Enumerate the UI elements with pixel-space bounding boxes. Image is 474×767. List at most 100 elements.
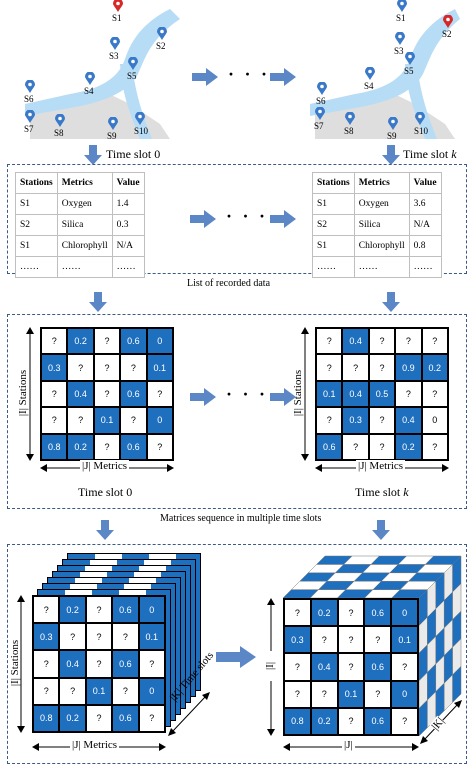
matrix-cell: ? <box>316 407 343 434</box>
station-pin-icon <box>25 80 35 93</box>
column-header: Stations <box>15 172 58 194</box>
station-label: S5 <box>127 71 137 81</box>
station-label: S10 <box>414 126 429 136</box>
matrix-cell: ? <box>421 328 448 355</box>
station-pin-icon <box>365 67 375 80</box>
matrix-cell: 0.2 <box>59 704 86 732</box>
station-label: S7 <box>314 121 324 131</box>
station-pin-icon <box>405 52 415 65</box>
right-arrow-icon <box>270 210 296 228</box>
matrix-cell: ? <box>67 354 94 381</box>
matrix-cell: ? <box>59 677 86 705</box>
matrix-cell: ? <box>67 407 94 434</box>
table-cell: Chlorophyll <box>353 235 410 257</box>
matrices-box <box>7 314 467 509</box>
column-header: Value <box>408 172 442 194</box>
matrix-cell: 0.8 <box>284 707 311 735</box>
table-cell: S1 <box>15 235 58 257</box>
z-axis-arrow <box>168 692 210 736</box>
matrix-cell: ? <box>342 354 369 381</box>
matrix-cell: ? <box>395 328 422 355</box>
tensor-y-label-left: |I| Stations <box>9 639 21 687</box>
matrix-cell: 0.1 <box>391 626 418 654</box>
station-pin-icon <box>25 110 35 123</box>
matrix-cell: 0.3 <box>342 407 369 434</box>
matrix-cell: 0.4 <box>342 328 369 355</box>
table-cell: S1 <box>312 193 355 215</box>
matrix-cell: 0.1 <box>93 407 121 434</box>
matrix-cell: 0.1 <box>337 680 365 708</box>
station-pin-icon <box>443 15 453 28</box>
matrix-cell: ? <box>368 433 396 460</box>
map-caption-slot-0: Time slot 0 <box>106 147 161 161</box>
matrix-cell: ? <box>120 407 147 434</box>
cube-side-cell <box>452 665 462 704</box>
matrix-cell: ? <box>337 653 365 681</box>
matrix-cell: 0.6 <box>120 380 147 408</box>
station-pin-icon <box>315 107 325 120</box>
matrix-cell: ? <box>85 596 113 624</box>
station-pin-icon <box>110 37 120 50</box>
matrix-cell: 0.2 <box>421 354 448 381</box>
station-label: S10 <box>134 126 149 136</box>
matrix-cell: 0.1 <box>85 677 113 705</box>
down-arrow-icon <box>372 520 390 540</box>
matrix-cell: ? <box>337 707 365 735</box>
matrix-cell: ? <box>368 328 396 355</box>
matrix-cell: ? <box>33 596 60 624</box>
right-arrow-icon <box>192 68 218 86</box>
table-cell: 0.8 <box>408 235 442 257</box>
tensor-box <box>7 544 467 764</box>
matrix-cell: 0.4 <box>395 407 422 434</box>
matrix-cell: 0.5 <box>368 380 396 408</box>
table-cell: …… <box>56 256 113 278</box>
recorded-data-caption: List of recorded data <box>187 278 271 289</box>
matrix-cell: ? <box>146 433 173 460</box>
matrix-caption-slot-k: Time slot k <box>355 485 409 499</box>
matrix-cell: ? <box>112 677 139 705</box>
matrix-cell: ? <box>33 677 60 705</box>
station-pin-icon <box>415 112 425 125</box>
matrix-cell: 0.4 <box>59 650 86 678</box>
column-header: Value <box>111 172 145 194</box>
matrix-cell: 0.6 <box>316 433 343 460</box>
y-axis-arrow <box>26 327 34 461</box>
matrix-cell: 0.8 <box>33 704 60 732</box>
station-label: S6 <box>24 94 34 104</box>
right-arrow-icon <box>270 68 296 86</box>
table-row: ……………… <box>312 256 442 278</box>
down-arrow-icon <box>382 145 400 165</box>
table-cell: 0.3 <box>111 214 145 236</box>
ellipsis: · · · <box>226 206 269 226</box>
matrix-cell: ? <box>368 354 396 381</box>
matrix-cell: 0.6 <box>120 328 147 355</box>
table-cell: N/A <box>111 235 145 257</box>
station-label: S3 <box>109 51 119 61</box>
column-header: Metrics <box>56 172 113 194</box>
matrix-y-label-slot-0: |I| Stations <box>17 369 29 417</box>
table-row: ……………… <box>15 256 145 278</box>
table-cell: Oxygen <box>56 193 113 215</box>
station-pin-icon <box>395 32 405 45</box>
station-label: S9 <box>107 131 117 141</box>
matrix-cell: ? <box>391 707 418 735</box>
station-label: S2 <box>156 41 166 51</box>
table-cell: 3.6 <box>408 193 442 215</box>
ellipsis: · · · <box>228 64 271 84</box>
table-cell: Silica <box>56 214 113 236</box>
down-arrow-icon <box>96 520 114 540</box>
matrix-cell: ? <box>421 380 448 408</box>
matrix-x-label-slot-0: |J| Metrics <box>80 460 130 472</box>
right-arrow-icon <box>216 646 256 668</box>
matrix-cell: 0.1 <box>316 380 343 408</box>
column-header: Stations <box>312 172 355 194</box>
right-arrow-icon <box>190 210 216 228</box>
table-cell: S2 <box>312 214 355 236</box>
matrix-cell: 0.1 <box>146 354 173 381</box>
